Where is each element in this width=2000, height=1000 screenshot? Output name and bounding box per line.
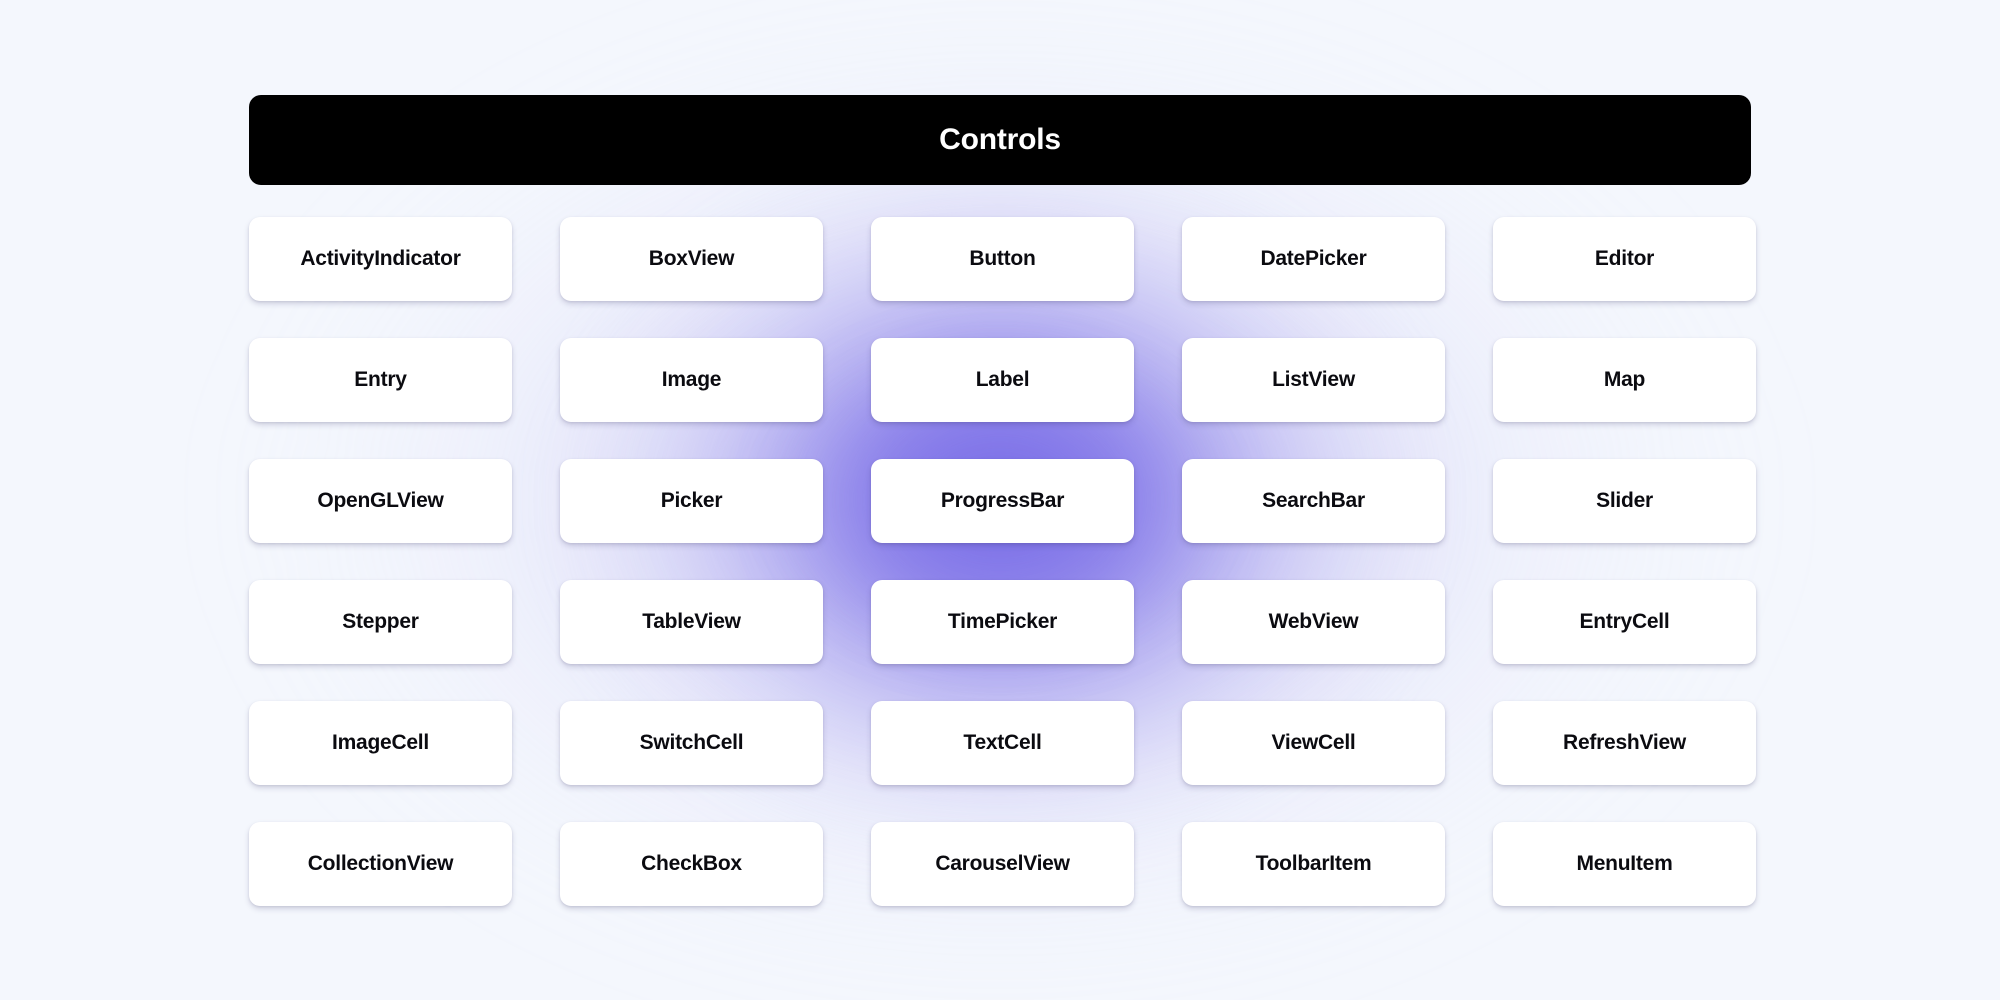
control-card-label: SwitchCell: [639, 731, 744, 755]
control-card-label: ProgressBar: [940, 489, 1065, 513]
control-card[interactable]: Editor: [1493, 217, 1756, 301]
control-card-label: CheckBox: [641, 852, 742, 876]
control-card[interactable]: ActivityIndicator: [249, 217, 512, 301]
control-card-label: ViewCell: [1271, 731, 1356, 755]
control-card-label: ActivityIndicator: [300, 247, 461, 271]
control-card[interactable]: Slider: [1493, 459, 1756, 543]
control-card[interactable]: Image: [560, 338, 823, 422]
control-card[interactable]: Entry: [249, 338, 512, 422]
control-card-label: Map: [1603, 368, 1646, 392]
control-card-label: BoxView: [648, 247, 735, 271]
control-card[interactable]: BoxView: [560, 217, 823, 301]
control-card[interactable]: ListView: [1182, 338, 1445, 422]
control-card-label: SearchBar: [1262, 489, 1365, 513]
control-card[interactable]: ProgressBar: [871, 459, 1134, 543]
control-card-label: TimePicker: [947, 610, 1058, 634]
control-card-label: Slider: [1596, 489, 1653, 513]
control-card-label: ListView: [1272, 368, 1355, 392]
controls-grid: ActivityIndicator BoxView Button DatePicker…: [249, 217, 1756, 906]
control-card[interactable]: DatePicker: [1182, 217, 1445, 301]
control-card-label: EntryCell: [1579, 610, 1670, 634]
control-card[interactable]: Button: [871, 217, 1134, 301]
control-card-label: Button: [969, 247, 1036, 271]
control-card-label: Editor: [1594, 247, 1655, 271]
page-content: Controls ActivityIndicator BoxView Button D…: [249, 95, 1756, 906]
control-card[interactable]: CollectionView: [249, 822, 512, 906]
control-card[interactable]: RefreshView: [1493, 701, 1756, 785]
control-card[interactable]: CheckBox: [560, 822, 823, 906]
control-card[interactable]: Picker: [560, 459, 823, 543]
control-card-label: Image: [661, 368, 722, 392]
control-card-label: OpenGLView: [317, 489, 444, 513]
control-card-label: RefreshView: [1563, 731, 1686, 755]
control-card-label: ToolbarItem: [1255, 852, 1372, 876]
page-title: Controls: [939, 123, 1061, 156]
control-card-label: TableView: [642, 610, 741, 634]
control-card[interactable]: SwitchCell: [560, 701, 823, 785]
control-card-label: MenuItem: [1576, 852, 1673, 876]
control-card[interactable]: CarouselView: [871, 822, 1134, 906]
control-card[interactable]: ImageCell: [249, 701, 512, 785]
control-card[interactable]: OpenGLView: [249, 459, 512, 543]
control-card-label: Label: [975, 368, 1030, 392]
control-card[interactable]: ViewCell: [1182, 701, 1445, 785]
control-card-label: WebView: [1268, 610, 1359, 634]
control-card-label: TextCell: [963, 731, 1042, 755]
control-card-label: CollectionView: [307, 852, 454, 876]
control-card[interactable]: SearchBar: [1182, 459, 1445, 543]
control-card-label: Picker: [660, 489, 723, 513]
control-card-label: DatePicker: [1260, 247, 1367, 271]
control-card[interactable]: TextCell: [871, 701, 1134, 785]
control-card[interactable]: MenuItem: [1493, 822, 1756, 906]
control-card-label: Entry: [354, 368, 407, 392]
control-card[interactable]: EntryCell: [1493, 580, 1756, 664]
control-card-label: CarouselView: [935, 852, 1070, 876]
control-card[interactable]: TableView: [560, 580, 823, 664]
control-card[interactable]: ToolbarItem: [1182, 822, 1445, 906]
control-card[interactable]: WebView: [1182, 580, 1445, 664]
control-card[interactable]: Map: [1493, 338, 1756, 422]
control-card[interactable]: Stepper: [249, 580, 512, 664]
control-card[interactable]: Label: [871, 338, 1134, 422]
control-card-label: Stepper: [342, 610, 419, 634]
control-card-label: ImageCell: [332, 731, 429, 755]
control-card[interactable]: TimePicker: [871, 580, 1134, 664]
header-bar: Controls: [249, 95, 1751, 185]
